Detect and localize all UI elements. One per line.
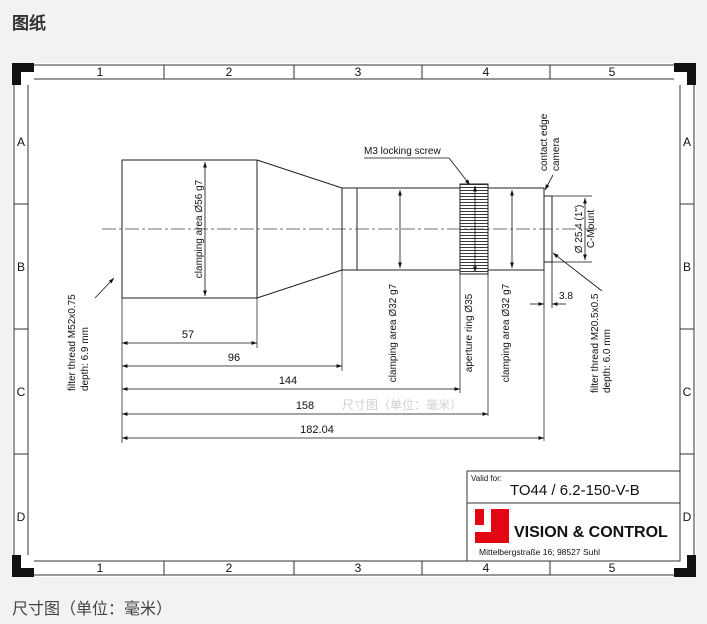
label-clamp32b: clamping area Ø32 g7 [501,283,512,382]
label-filter-right-1: filter thread M20.5x0.5 [590,293,601,393]
dim-182-04: 182.04 [300,424,334,436]
page-title: 图纸 [12,14,46,34]
label-filter-left-2: depth: 6.9 mm [80,327,91,391]
dim-96: 96 [228,352,240,364]
drawing-frame [12,63,696,577]
title-block-model: TO44 / 6.2-150-V-B [510,482,640,499]
zone-row-label: D [683,510,692,524]
zone-row-label: A [683,135,691,149]
label-cmount2: C-Mount [586,210,597,249]
zone-row-label: C [17,385,26,399]
zone-col-label: 4 [483,65,490,79]
label-clamp56: clamping area Ø56 g7 [194,179,205,278]
label-filter-right-2: depth: 6.0 mm [602,329,613,393]
label-camera: camera [551,137,562,171]
zone-col-label: 2 [226,561,233,575]
label-contact-edge: contact edge [539,113,550,171]
zone-col-label: 4 [483,561,490,575]
zone-row-label: B [17,260,25,274]
title-block-company: VISION & CONTROL [514,524,668,541]
drawing-caption: 尺寸图（单位：毫米） [12,599,173,618]
zone-col-label: 1 [97,561,104,575]
label-m3-screw: M3 locking screw [364,146,441,157]
label-clamp32a: clamping area Ø32 g7 [388,283,399,382]
label-cmount1: Ø 25.4 (1") [574,205,585,254]
zone-row-label: B [683,260,691,274]
zone-col-label: 3 [355,65,362,79]
dim-144: 144 [279,375,297,387]
zone-col-label: 5 [609,65,616,79]
title-block-address: Mittelbergstraße 16; 98527 Suhl [479,547,600,557]
dim-57: 57 [182,329,194,341]
zone-row-label: C [683,385,692,399]
label-aperture: aperture ring Ø35 [464,293,475,372]
title-block: Valid for: TO44 / 6.2-150-V-B VISION & C… [466,470,681,562]
vision-control-logo [475,509,509,543]
dim-3-8: 3.8 [559,291,573,302]
zone-row-label: D [17,510,26,524]
zone-col-label: 5 [609,561,616,575]
label-filter-left-1: filter thread M52x0.75 [67,294,78,391]
dim-158: 158 [296,400,314,412]
zone-col-label: 3 [355,561,362,575]
zone-col-label: 1 [97,65,104,79]
title-block-valid-for: Valid for: [471,474,502,483]
watermark-text: 尺寸图（单位：毫米） [342,397,462,412]
zone-col-label: 2 [226,65,233,79]
zone-row-label: A [17,135,25,149]
technical-drawing: 1 2 3 4 5 1 2 3 4 5 A B C D A B C D [12,63,696,577]
